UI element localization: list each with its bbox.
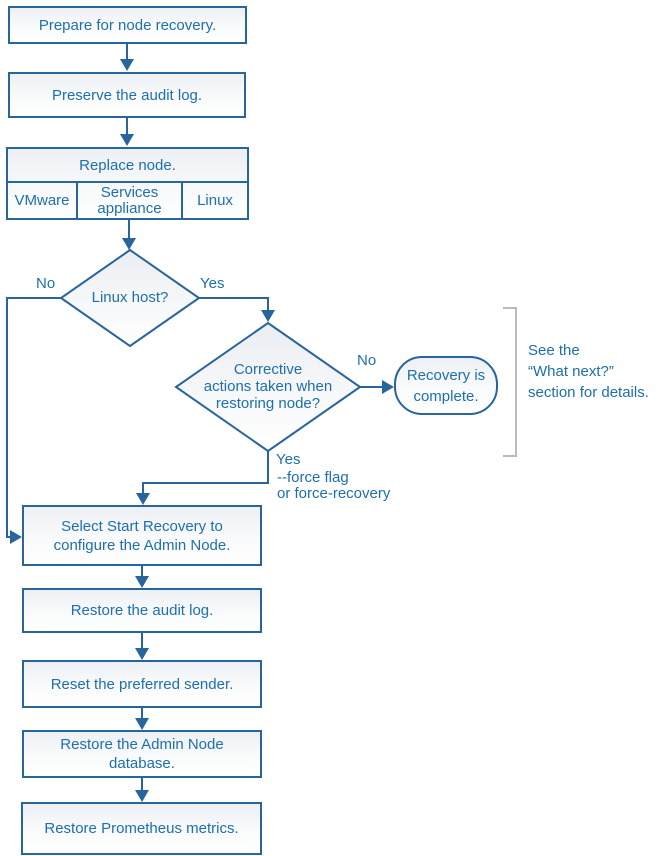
decision-linux-host-shape	[59, 248, 201, 348]
arrowhead-down-icon	[135, 718, 149, 730]
decision-corrective-actions-shape	[174, 321, 362, 453]
node-restore-prometheus-metrics: Restore Prometheus metrics.	[21, 802, 262, 855]
node-replace-node: Replace node. VMware Services appliance …	[6, 147, 249, 220]
decision-line: Corrective	[233, 361, 303, 378]
edge-label-yes: Yes	[276, 451, 301, 468]
node-replace-node-header: Replace node.	[8, 149, 247, 183]
node-label: Preserve the audit log.	[51, 86, 203, 104]
node-restore-admin-node-database: Restore the Admin Node database.	[22, 730, 262, 778]
decision-line: restoring node?	[215, 395, 321, 412]
node-line: database.	[109, 755, 175, 772]
node-line: complete.	[413, 387, 479, 405]
option-label: VMware	[14, 191, 70, 209]
arrowhead-right-icon	[10, 530, 22, 544]
decision-linux-host-label: Linux host?	[91, 289, 169, 306]
node-replace-node-options: VMware Services appliance Linux	[8, 183, 247, 218]
option-label: Services appliance	[97, 183, 162, 217]
decision-line: actions taken when	[203, 378, 333, 395]
node-label: Restore Prometheus metrics.	[44, 820, 239, 837]
option-vmware: VMware	[8, 183, 78, 218]
node-preserve-audit-log: Preserve the audit log.	[8, 72, 246, 118]
node-line: Select Start Recovery to	[61, 517, 223, 535]
note-line: See the	[528, 342, 580, 359]
edge-label-no: No	[36, 275, 56, 292]
node-line: Restore the Admin Node	[60, 736, 224, 753]
option-linux: Linux	[183, 183, 247, 218]
edge-linuxhost-yes	[199, 297, 269, 310]
node-restore-audit-log: Restore the audit log.	[22, 588, 262, 633]
node-label: Prepare for node recovery.	[38, 16, 217, 34]
edge-label-force-flag: --force flag	[277, 469, 349, 486]
node-select-start-recovery: Select Start Recovery to configure the A…	[22, 505, 262, 566]
arrowhead-down-icon	[122, 238, 136, 250]
edge-label-no: No	[357, 352, 377, 369]
note-line: section for details.	[528, 384, 649, 401]
arrowhead-down-icon	[135, 648, 149, 660]
node-prepare-for-node-recovery: Prepare for node recovery.	[8, 6, 247, 44]
option-label: Linux	[197, 191, 233, 209]
node-label: Reset the preferred sender.	[50, 675, 234, 693]
edge-corrective-yes	[142, 451, 269, 493]
arrowhead-down-icon	[135, 790, 149, 802]
node-label: Replace node.	[79, 156, 176, 174]
arrowhead-down-icon	[135, 576, 149, 588]
edge-label-yes: Yes	[200, 275, 225, 292]
bracket-icon	[503, 307, 517, 457]
arrowhead-right-icon	[382, 380, 394, 394]
arrowhead-down-icon	[261, 310, 275, 322]
arrowhead-down-icon	[120, 134, 134, 146]
side-note: See the “What next?” section for details…	[528, 340, 649, 403]
node-line: configure the Admin Node.	[53, 536, 231, 554]
note-line: “What next?”	[528, 363, 614, 380]
option-services-appliance: Services appliance	[78, 183, 183, 218]
decision-corrective-actions-label: Corrective actions taken when restoring …	[193, 361, 343, 412]
node-label: Restore the audit log.	[70, 602, 214, 619]
edge-linuxhost-no	[6, 297, 62, 538]
arrowhead-down-icon	[136, 493, 150, 505]
edge-label-force-recovery: or force-recovery	[277, 485, 391, 502]
node-line: Recovery is	[406, 366, 486, 384]
arrowhead-down-icon	[120, 59, 134, 71]
node-reset-preferred-sender: Reset the preferred sender.	[22, 660, 262, 708]
node-recovery-complete: Recovery is complete.	[394, 356, 498, 415]
